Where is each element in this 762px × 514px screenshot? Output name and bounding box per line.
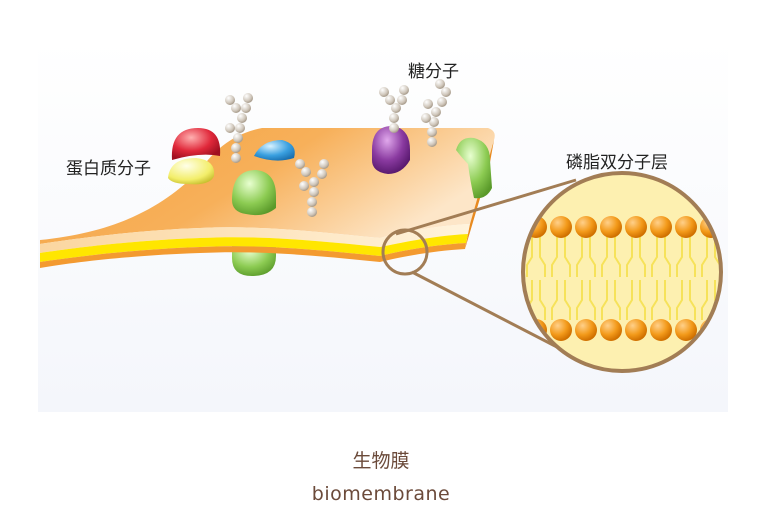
lipid-tail	[651, 237, 658, 277]
lipid-tail	[626, 280, 633, 320]
zoom-source-circle	[381, 228, 429, 276]
sugar-chain-2	[295, 159, 329, 217]
lipid-tail	[676, 280, 683, 320]
lipid-tail	[589, 280, 596, 320]
lipid-head	[600, 216, 622, 238]
lipid-head	[675, 319, 697, 341]
lipid-tail	[539, 237, 546, 277]
lipid-tail	[639, 280, 646, 320]
protein-blue	[254, 140, 295, 161]
lipid-tail	[676, 237, 683, 277]
lipid-head	[600, 319, 622, 341]
lipid-tail	[564, 280, 571, 320]
sugar-label: 糖分子	[408, 62, 459, 82]
bilayer-zoom-circle	[521, 171, 723, 373]
lipid-tail	[539, 280, 546, 320]
lipid-tails	[526, 237, 721, 320]
lipid-tail	[564, 237, 571, 277]
lipid-head	[550, 216, 572, 238]
lipid-tail	[589, 237, 596, 277]
caption-title-en: biomembrane	[311, 483, 451, 505]
lipid-head	[650, 216, 672, 238]
lipid-head	[550, 319, 572, 341]
lipid-tail	[526, 237, 533, 277]
protein-green-edge	[456, 137, 492, 199]
lipid-tail	[576, 237, 583, 277]
sugar-chain-3	[379, 85, 409, 133]
lipid-tail	[689, 237, 696, 277]
lipid-head	[625, 319, 647, 341]
lipid-tail	[614, 280, 621, 320]
protein-green	[232, 170, 276, 216]
lipid-head	[575, 216, 597, 238]
lipid-tail	[639, 237, 646, 277]
sugar-chain-1	[225, 93, 253, 163]
lipid-tail	[701, 280, 708, 320]
lipid-tail	[614, 237, 621, 277]
lipid-tail	[689, 280, 696, 320]
bilayer-label: 磷脂双分子层	[566, 153, 668, 173]
lipid-tail	[664, 280, 671, 320]
lipid-head	[650, 319, 672, 341]
protein-yellow	[168, 158, 215, 185]
lipid-head	[675, 216, 697, 238]
lipid-tail	[551, 280, 558, 320]
protein-red	[171, 128, 221, 160]
lipid-tail	[551, 237, 558, 277]
lipid-tail	[601, 237, 608, 277]
lipid-head	[575, 319, 597, 341]
lipid-head	[625, 216, 647, 238]
sugar-chain-4	[421, 79, 451, 147]
protein-label: 蛋白质分子	[66, 159, 151, 179]
lipid-tail	[664, 237, 671, 277]
lipid-tail	[601, 280, 608, 320]
lipid-tail	[576, 280, 583, 320]
lipid-tail	[701, 237, 708, 277]
lipid-tail	[626, 237, 633, 277]
lipid-tail	[651, 280, 658, 320]
caption-title-cn: 生物膜	[352, 450, 410, 472]
protein-purple	[372, 126, 410, 174]
